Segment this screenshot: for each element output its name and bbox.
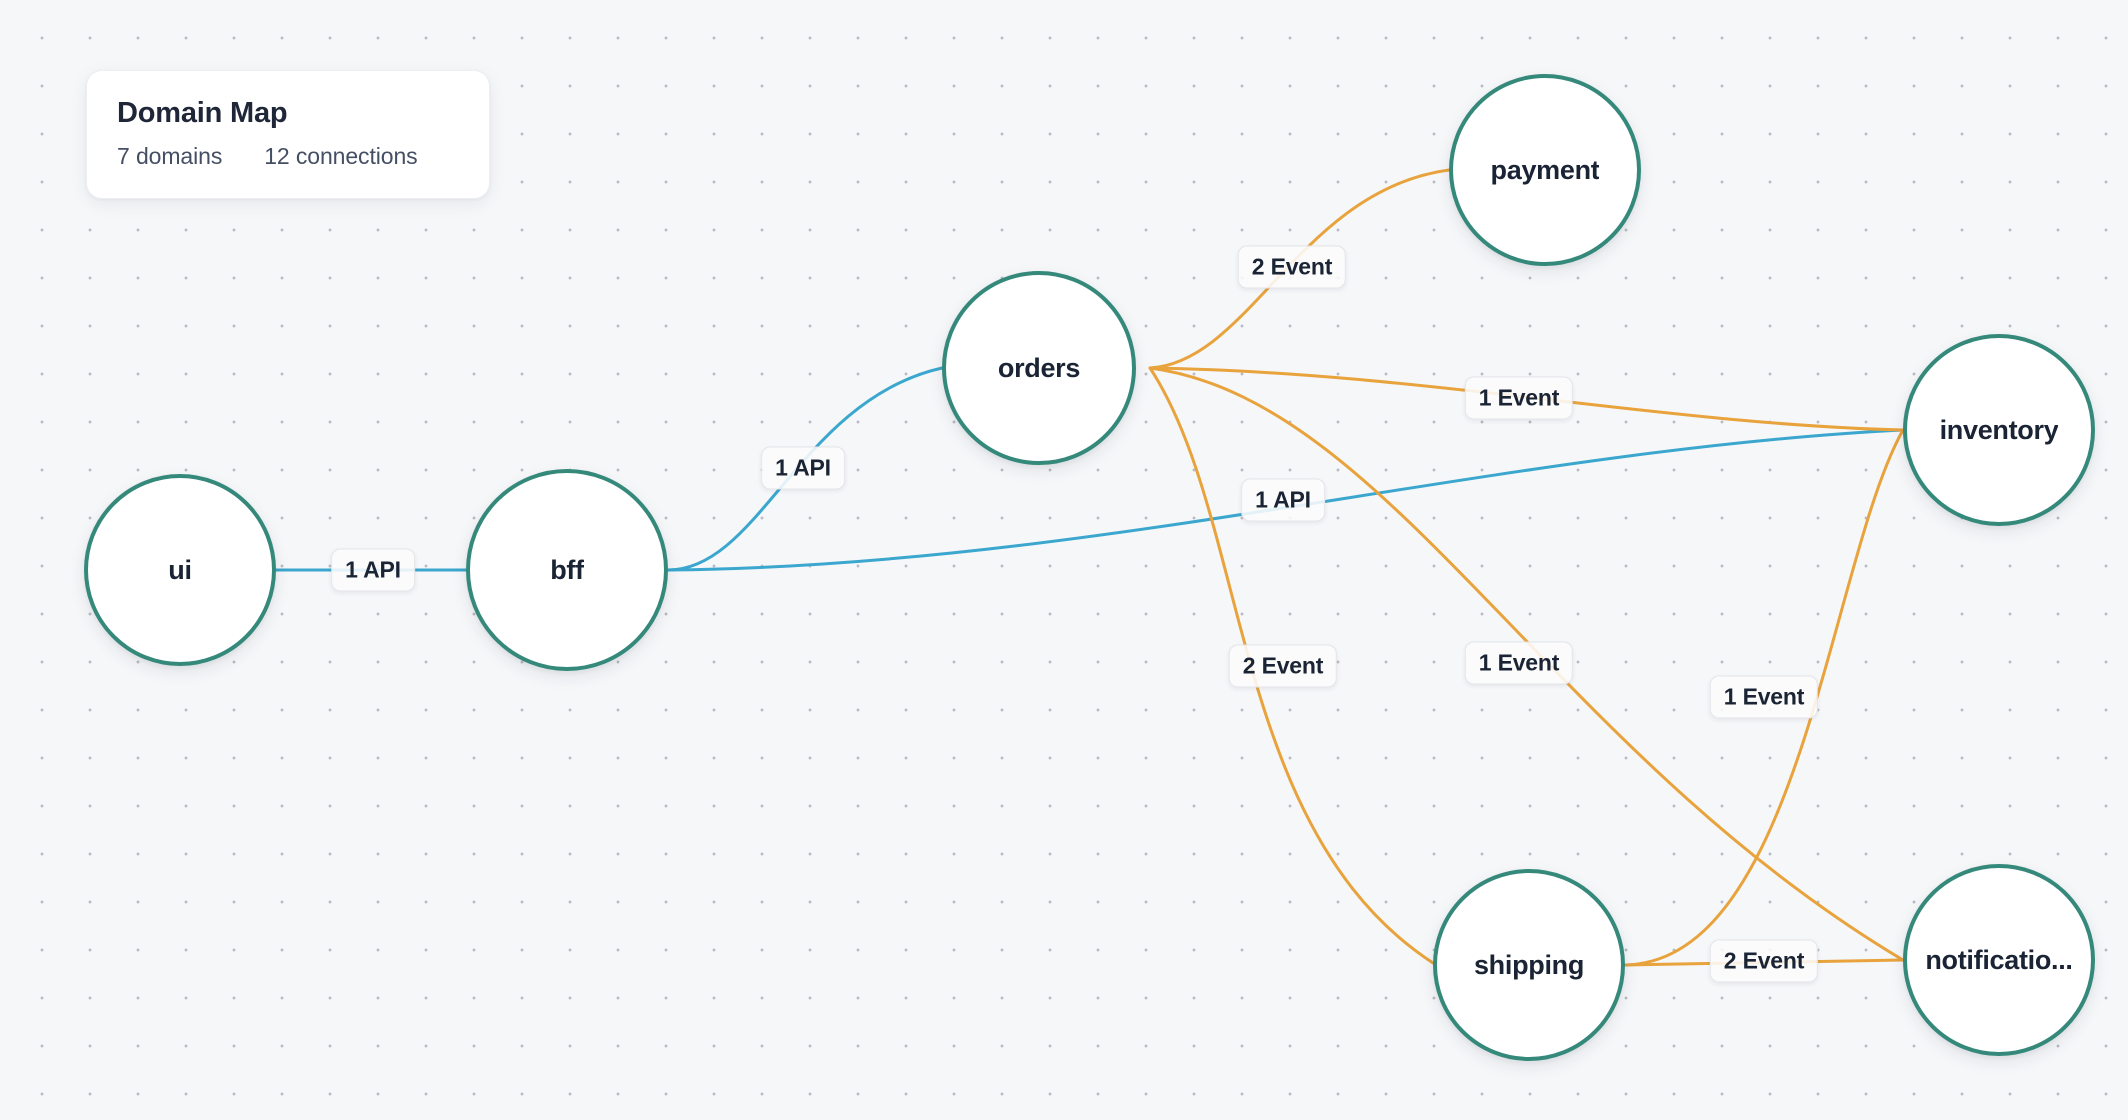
- legend-stats: 7 domains 12 connections: [117, 143, 459, 170]
- edge-label-orders-notification[interactable]: 1 Event: [1464, 641, 1574, 685]
- edge-label-orders-shipping[interactable]: 2 Event: [1228, 644, 1338, 688]
- node-label: inventory: [1939, 414, 2059, 445]
- node-notification[interactable]: notificatio...: [1903, 864, 2095, 1056]
- edge-label-ui-bff[interactable]: 1 API: [331, 548, 415, 592]
- legend-card: Domain Map 7 domains 12 connections: [86, 70, 490, 200]
- node-label: bff: [550, 554, 584, 585]
- node-bff[interactable]: bff: [466, 469, 668, 671]
- node-shipping[interactable]: shipping: [1433, 869, 1625, 1061]
- edge-label-orders-inventory[interactable]: 1 Event: [1464, 376, 1574, 420]
- edge-label-orders-payment[interactable]: 2 Event: [1237, 245, 1347, 289]
- node-ui[interactable]: ui: [84, 474, 276, 666]
- node-label: payment: [1490, 154, 1600, 185]
- edge-label-shipping-inventory[interactable]: 1 Event: [1709, 675, 1819, 719]
- edge-label-shipping-notification[interactable]: 2 Event: [1709, 939, 1819, 983]
- node-label: shipping: [1473, 949, 1585, 980]
- legend-title: Domain Map: [117, 97, 288, 129]
- node-orders[interactable]: orders: [942, 271, 1136, 465]
- legend-domains-count: 7 domains: [117, 143, 223, 170]
- node-label: orders: [997, 352, 1081, 383]
- legend-connections-count: 12 connections: [264, 143, 418, 170]
- node-label: ui: [168, 554, 192, 585]
- node-inventory[interactable]: inventory: [1903, 334, 2095, 526]
- edge-label-bff-inventory[interactable]: 1 API: [1241, 478, 1325, 522]
- node-label: notificatio...: [1925, 944, 2073, 975]
- edge-label-bff-orders[interactable]: 1 API: [761, 446, 845, 490]
- node-payment[interactable]: payment: [1449, 74, 1641, 266]
